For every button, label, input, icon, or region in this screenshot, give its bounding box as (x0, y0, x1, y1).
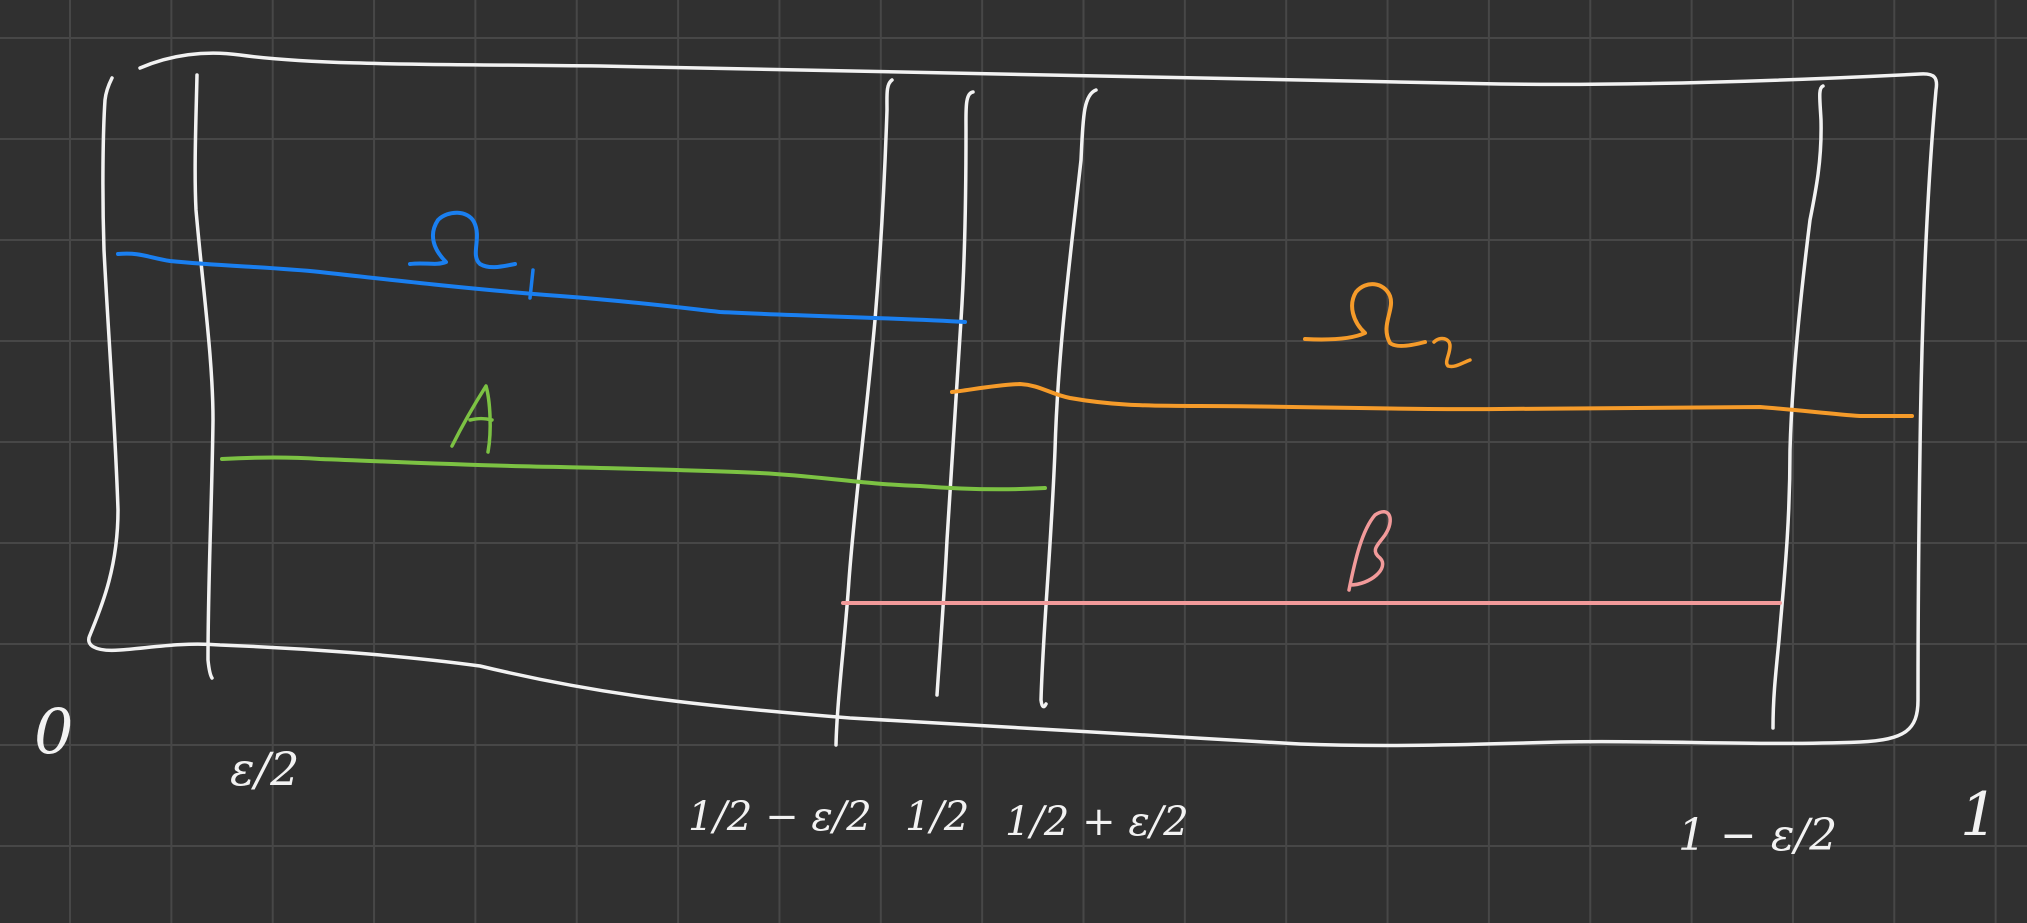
omega1-tick (528, 268, 535, 300)
omega2-glyph (1303, 282, 1427, 348)
omega2-subscript-two (1432, 336, 1472, 369)
tick-label-half-plus-eps: 1/2 + ε/2 (1005, 799, 1189, 845)
omega1-segment (116, 251, 967, 324)
vline-one-minus-eps (1771, 84, 1825, 730)
tick-label-half: 1/2 (905, 794, 969, 840)
omega2-segment (950, 382, 1914, 418)
set-b-glyph (1347, 510, 1392, 592)
vline-half-plus-eps (1039, 88, 1098, 709)
tick-label-eps-half: ε/2 (230, 742, 299, 796)
tick-label-zero: 0 (34, 695, 73, 768)
set-a-glyph (450, 384, 494, 454)
vline-half-minus-eps (834, 78, 894, 747)
omega1-glyph (408, 210, 517, 270)
tick-label-one-minus-eps: 1 − ε/2 (1678, 810, 1837, 861)
tick-label-one: 1 (1960, 780, 1998, 850)
domain-outline (87, 51, 1939, 748)
vline-eps-half (193, 73, 215, 680)
tick-label-half-minus-eps: 1/2 − ε/2 (688, 794, 872, 840)
set-a-segment (220, 455, 1047, 492)
vline-half (935, 90, 975, 697)
